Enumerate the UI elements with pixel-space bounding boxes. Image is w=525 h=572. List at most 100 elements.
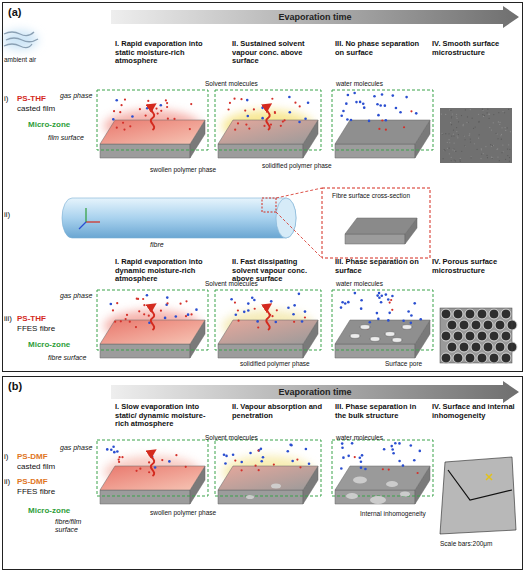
texture-grain — [452, 149, 453, 150]
solvent-molecule — [403, 126, 405, 128]
wind-line — [4, 44, 32, 48]
row-label: casted film — [17, 104, 77, 113]
water-molecule — [341, 446, 344, 449]
solvent-molecule — [124, 99, 126, 101]
texture-grain — [451, 124, 452, 125]
water-molecule — [413, 459, 416, 462]
texture-grain — [501, 139, 502, 140]
texture-grain — [498, 121, 499, 122]
slab-top — [218, 466, 318, 490]
texture-grain — [458, 134, 459, 135]
solvent-molecule — [139, 108, 141, 110]
texture-grain — [443, 150, 444, 151]
water-molecule — [112, 445, 115, 448]
solvent-molecule — [254, 308, 256, 310]
pore-circle — [489, 309, 499, 319]
solvent-molecule — [244, 109, 246, 111]
water-molecule — [247, 309, 250, 312]
micro-zone-box — [215, 290, 321, 350]
solvent-molecule — [185, 466, 187, 468]
fibre-cylinder — [62, 198, 296, 238]
texture-grain — [501, 134, 502, 135]
water-molecule — [106, 448, 109, 451]
texture-grain — [493, 122, 494, 123]
slab-front — [100, 344, 190, 358]
texture-grain — [454, 150, 455, 151]
wind-line — [6, 38, 38, 42]
texture-grain — [458, 121, 459, 122]
solvent-molecule — [271, 315, 273, 317]
water-molecule — [347, 455, 350, 458]
phase-label: gas phase — [60, 292, 98, 300]
texture-grain — [453, 129, 454, 130]
solvent-molecule — [148, 471, 150, 473]
micro-zone-label: Micro-zone — [28, 340, 88, 349]
row-label: ii) — [4, 210, 18, 219]
water-molecule — [342, 110, 345, 113]
texture-grain — [465, 109, 466, 110]
row-label: FFES fibre — [17, 487, 77, 496]
water-molecule — [340, 467, 343, 470]
solvent-molecule — [135, 326, 137, 328]
stage-heading: II. Vapour absorption and penetration — [232, 403, 324, 420]
water-molecule — [360, 466, 363, 469]
water-molecule — [413, 302, 416, 305]
surface-pore — [392, 338, 402, 343]
internal-domain — [353, 477, 367, 484]
phase-label: film surface — [48, 134, 96, 142]
texture-grain — [497, 133, 498, 134]
internal-domain — [346, 493, 358, 499]
solvent-molecule — [276, 309, 278, 311]
solvent-molecule — [126, 314, 128, 316]
texture-grain — [481, 153, 482, 154]
texture-grain — [464, 136, 465, 137]
annotation: Fibre surface cross-section — [332, 192, 427, 199]
solvent-molecule — [234, 301, 236, 303]
texture-grain — [445, 133, 446, 134]
water-molecule — [340, 114, 343, 117]
texture-grain — [450, 122, 451, 123]
slab-top — [335, 120, 430, 144]
solvent-molecule — [240, 98, 242, 100]
water-molecule — [249, 452, 252, 455]
smooth-micrograph — [440, 108, 512, 163]
solvent-molecule — [147, 104, 149, 106]
solvent-molecule — [139, 468, 141, 470]
solvent-molecule — [293, 321, 295, 323]
water-molecule — [243, 311, 246, 314]
texture-grain — [445, 114, 446, 115]
texture-grain — [453, 143, 454, 144]
yellow-mark — [486, 474, 492, 480]
texture-grain — [508, 144, 509, 145]
water-molecule — [298, 293, 301, 296]
texture-grain — [442, 133, 443, 134]
water-molecule — [347, 94, 350, 97]
row-label: FFES fibre — [17, 324, 77, 333]
water-molecule — [341, 301, 344, 304]
water-molecule — [368, 120, 371, 123]
water-molecule — [262, 456, 265, 459]
pore-circle — [465, 331, 475, 341]
pore-circle — [471, 320, 481, 330]
water-molecule — [187, 313, 190, 316]
texture-grain — [478, 137, 479, 138]
water-molecule — [286, 450, 289, 453]
water-molecule — [258, 449, 261, 452]
evaporation-arrow — [151, 306, 154, 330]
water-molecule — [270, 300, 273, 303]
micro-zone-box — [215, 90, 321, 150]
internal-domain — [370, 496, 386, 504]
row-label: i) — [4, 452, 18, 461]
stage-heading: II. Sustained solvent vapour conc. above… — [232, 40, 324, 66]
texture-grain — [505, 159, 506, 160]
pore-circle — [453, 353, 463, 363]
texture-grain — [447, 148, 448, 149]
water-molecule — [362, 102, 365, 105]
texture-grain — [460, 158, 461, 159]
texture-grain — [497, 156, 498, 157]
texture-grain — [501, 152, 502, 153]
texture-grain — [469, 133, 470, 134]
solvent-molecule — [116, 302, 118, 304]
solvent-molecule — [417, 472, 419, 474]
